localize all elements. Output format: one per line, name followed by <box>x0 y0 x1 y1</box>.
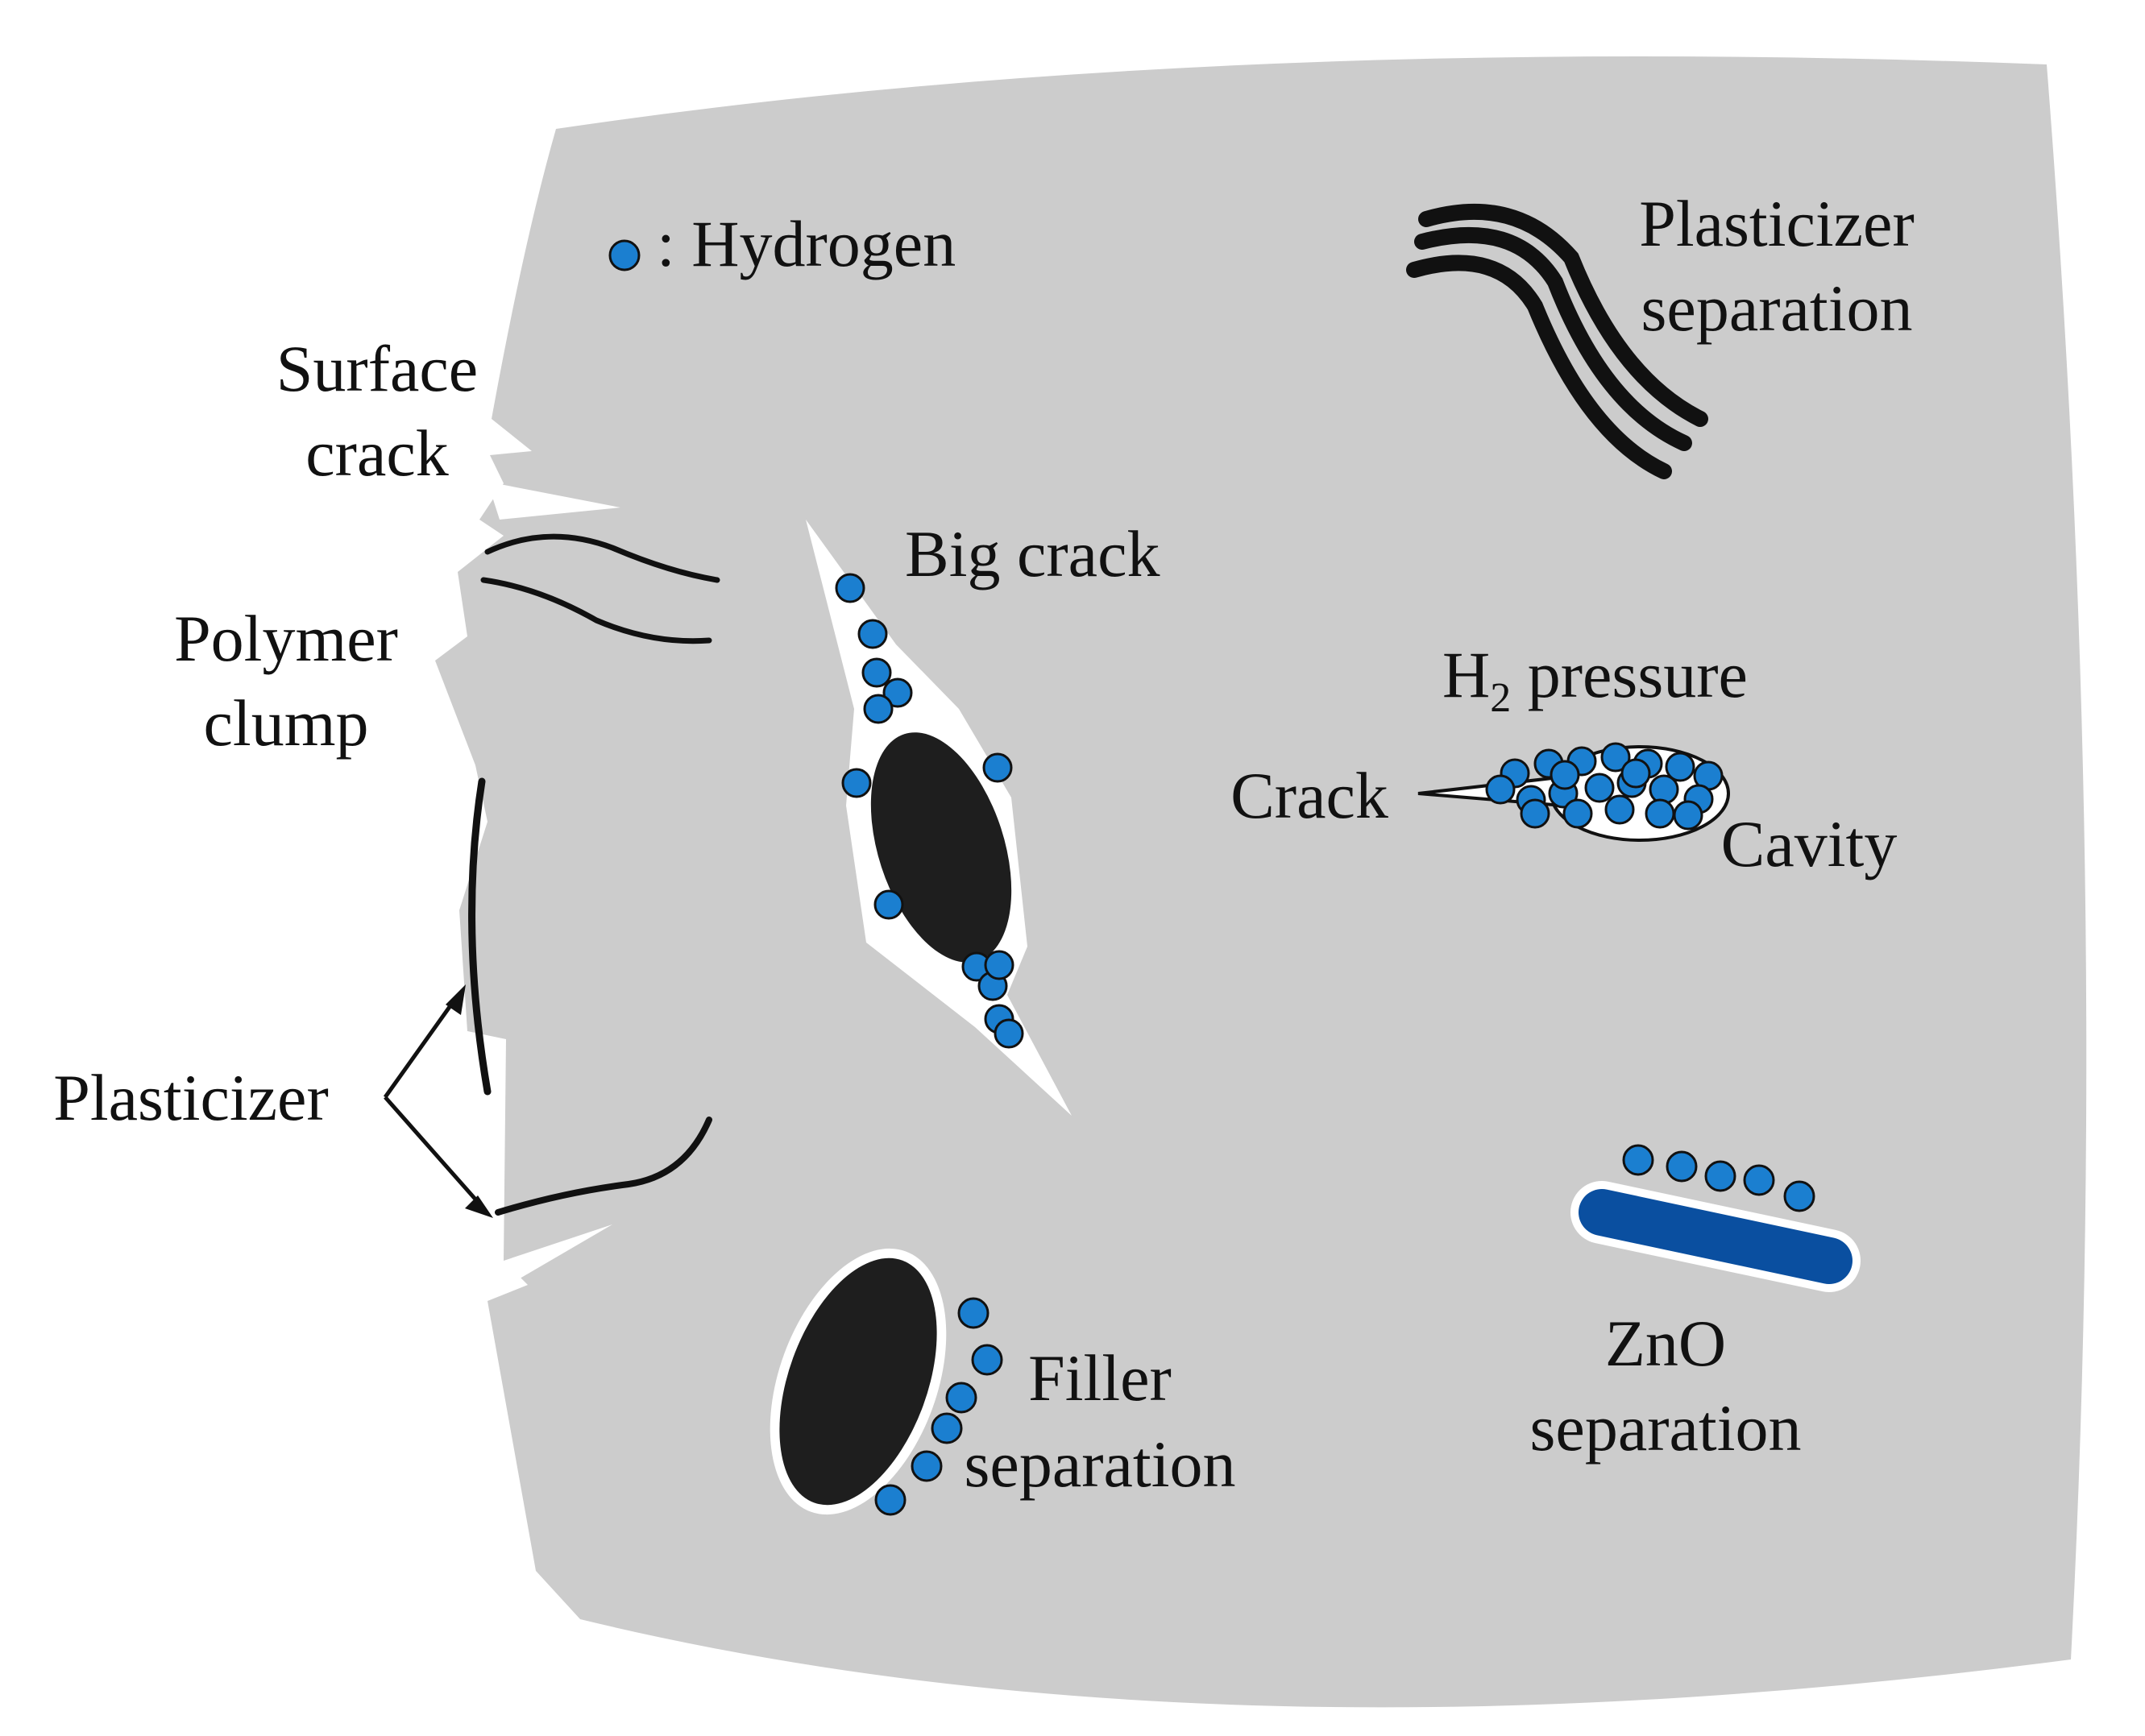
polymer-clump-line <box>484 533 720 583</box>
surface-crack-notch <box>488 482 620 520</box>
filler-hydrogen <box>874 1297 1003 1516</box>
plasticizer-separation-curves <box>1406 203 1708 479</box>
big-crack-label: Big crack <box>905 517 1160 590</box>
polymer-clump-label-line1: Polymer <box>174 602 398 675</box>
legend-hydrogen-label: : Hydrogen <box>657 207 956 280</box>
arrow-head-icon <box>465 1195 493 1218</box>
filler-particle <box>870 732 1012 963</box>
plasticizer-line <box>468 777 492 1096</box>
edge-notch <box>504 1224 612 1281</box>
plasticizer-arrows <box>383 997 485 1210</box>
zno-separation-label-line1: ZnO <box>1605 1307 1726 1380</box>
hydrogen-dot-icon <box>608 239 641 271</box>
filler-separation-label-line2: separation <box>965 1427 1236 1501</box>
filler-separation-label-line1: Filler <box>1028 1341 1172 1415</box>
zno-separation-label-line2: separation <box>1530 1391 1802 1465</box>
cavity-label: Cavity <box>1721 807 1898 880</box>
filler-separation-particle <box>779 1257 937 1506</box>
h2-pressure-label: H2 pressure <box>1442 638 1748 721</box>
big-crack-hydrogen <box>835 573 1024 1049</box>
arrow-head-icon <box>446 984 466 1015</box>
polymer-clump-label-line2: clump <box>204 686 369 760</box>
plasticizer-line <box>495 1117 712 1216</box>
polymer-clump-line <box>480 577 712 644</box>
plasticizer-separation-label-line1: Plasticizer <box>1639 187 1915 260</box>
zno-hydrogen <box>1622 1144 1815 1212</box>
cavity-hydrogen <box>1485 742 1724 831</box>
surface-crack-label-line1: Surface <box>276 332 478 405</box>
surface-crack-label-line2: crack <box>305 416 449 490</box>
crack-label: Crack <box>1230 759 1388 832</box>
plasticizer-separation-label-line2: separation <box>1641 271 1913 345</box>
plasticizer-label: Plasticizer <box>53 1061 329 1134</box>
zno-rod <box>1579 1189 1852 1284</box>
